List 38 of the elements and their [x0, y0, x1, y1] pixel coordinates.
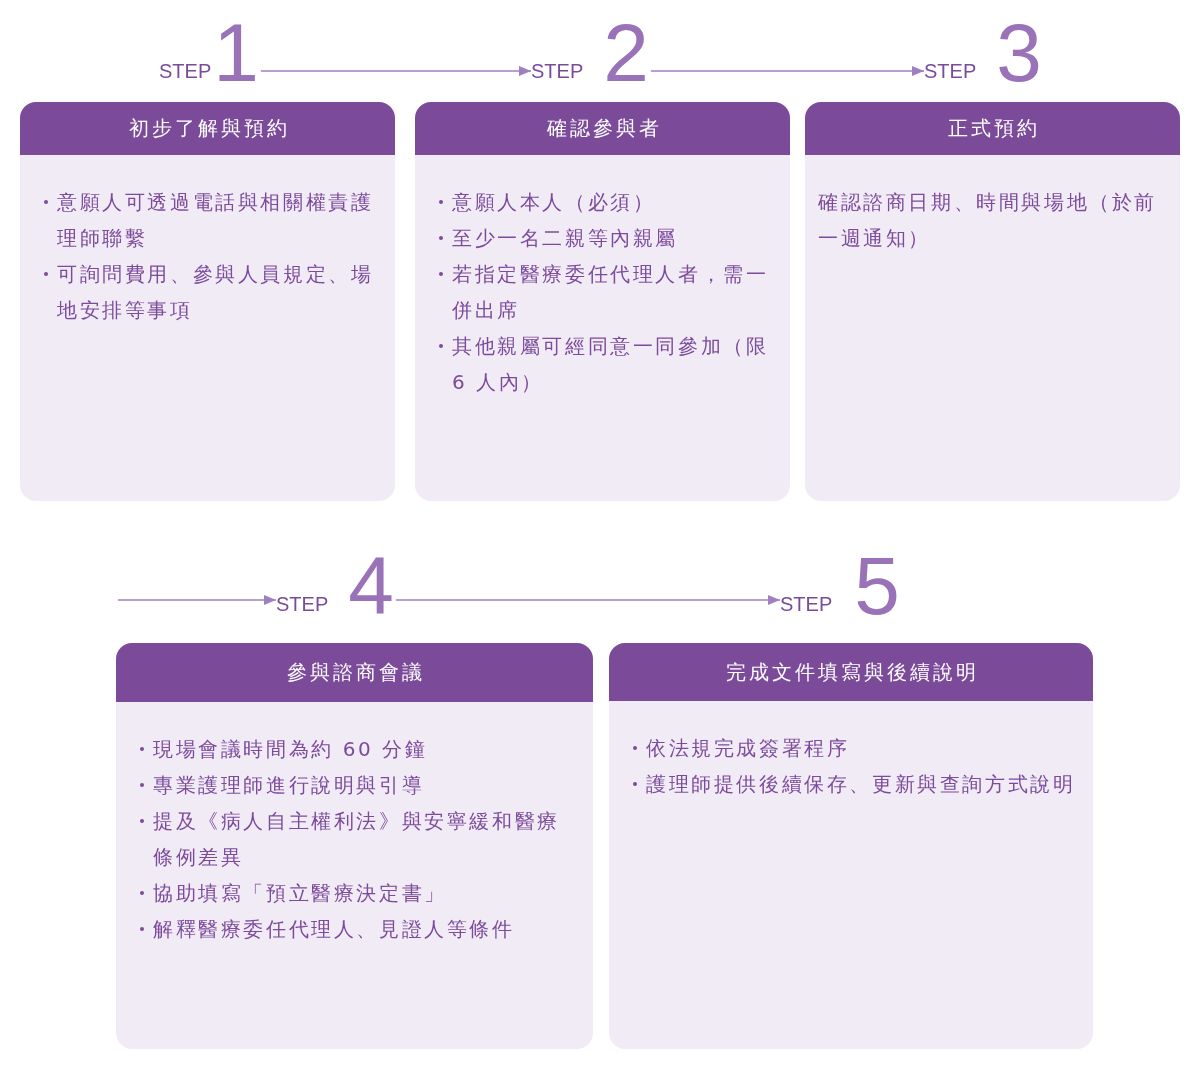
card-header: 參與諮商會議: [116, 643, 593, 702]
step-number: 5: [854, 553, 900, 619]
card-header: 正式預約: [805, 102, 1180, 155]
step-label: STEP: [531, 61, 584, 81]
arrow: [395, 595, 781, 605]
list-item: 意願人可透過電話與相關權責護理師聯繫: [44, 184, 381, 256]
list-item: 其他親屬可經同意一同參加（限 6 人內）: [439, 328, 776, 400]
step-card: [609, 643, 1093, 1049]
step-number: 4: [348, 553, 394, 619]
step-label: STEP: [924, 61, 977, 81]
arrow: [260, 66, 532, 76]
step-card: [805, 102, 1180, 501]
step-card: [415, 102, 790, 501]
card-header: 初步了解與預約: [20, 102, 395, 155]
step-number: 1: [213, 20, 259, 86]
list-item: 意願人本人（必須）: [439, 184, 776, 220]
list-item: 護理師提供後續保存、更新與查詢方式說明: [633, 766, 1083, 802]
list-item: 若指定醫療委任代理人者，需一併出席: [439, 256, 776, 328]
card-header: 完成文件填寫與後續說明: [609, 643, 1093, 701]
card-header: 確認參與者: [415, 102, 790, 155]
step-number: 2: [603, 20, 649, 86]
list-item: 可詢問費用、參與人員規定、場地安排等事項: [44, 256, 381, 328]
list-item: 專業護理師進行說明與引導: [140, 767, 568, 803]
card-text: 確認諮商日期、時間與場地（於前一週通知）: [818, 189, 1158, 252]
step-card: [20, 102, 395, 501]
list-item: 協助填寫「預立醫療決定書」: [140, 875, 568, 911]
list-item: 現場會議時間為約 60 分鐘: [140, 731, 568, 767]
step-number: 3: [996, 20, 1042, 86]
arrow: [117, 595, 277, 605]
list-item: 至少一名二親等內親屬: [439, 220, 776, 256]
step-label: STEP: [159, 61, 212, 81]
list-item: 依法規完成簽署程序: [633, 730, 1083, 766]
step-label: STEP: [780, 594, 833, 614]
list-item: 解釋醫療委任代理人、見證人等條件: [140, 911, 568, 947]
step-card: [116, 643, 593, 1049]
arrow: [650, 66, 925, 76]
step-label: STEP: [276, 594, 329, 614]
list-item: 提及《病人自主權利法》與安寧緩和醫療條例差異: [140, 803, 568, 875]
